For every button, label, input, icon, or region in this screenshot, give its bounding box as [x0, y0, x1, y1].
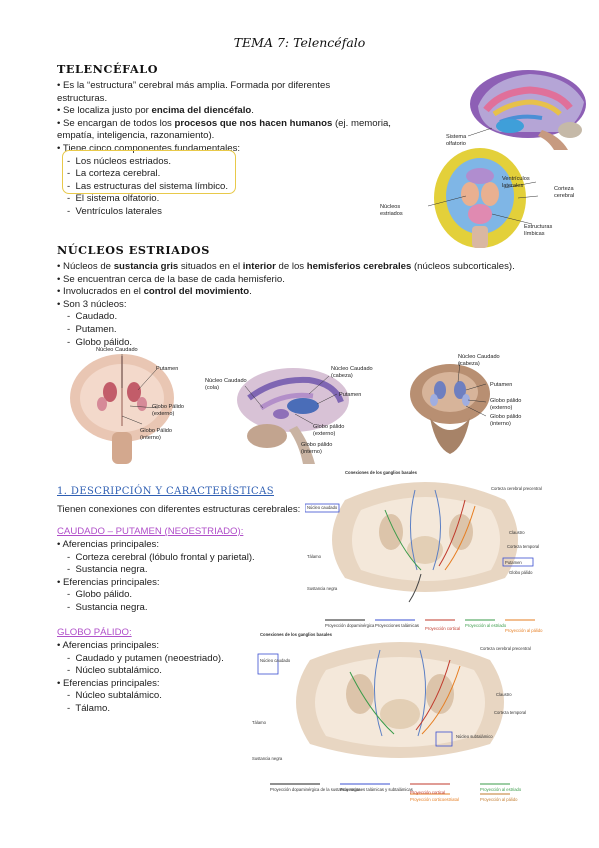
diag-label-caudado: Núcleo caudado [260, 658, 291, 663]
telencefalo-text: • Es la “estructura” cerebral más amplia… [57, 80, 391, 219]
figure-posterior-brain: Núcleo Caudado (cabeza) Putamen Globo pá… [400, 352, 540, 464]
legend-item: Proyección dopaminérgica [325, 623, 375, 628]
text-line: Tienen conexiones con diferentes estruct… [57, 504, 301, 515]
diag-label-sustancia-negra: Sustancia negra [307, 586, 338, 591]
diag-label-talamo: Tálamo [252, 720, 266, 725]
label-ventriculos: Ventrículos laterales [502, 176, 530, 189]
diag-label-caudado: Núcleo caudado [307, 505, 338, 510]
diag-label-talamo: Tálamo [307, 554, 321, 559]
estriados-text: • Núcleos de sustancia gris situados en … [57, 261, 515, 349]
legend-item: Proyección dopaminérgica de la sustancia… [270, 787, 361, 792]
subheading-caudado-putamen: CAUDADO – PUTAMEN (NEOESTRIADO): [57, 526, 244, 537]
label-caudado-cabeza: Núcleo Caudado (cabeza) [331, 366, 373, 379]
list-item: - Globo pálido. [67, 336, 133, 348]
list-item: - Ventrículos laterales [67, 205, 162, 217]
text-line: • Tiene cinco componentes fundamentales: [57, 142, 241, 154]
list-item: - Putamen. [67, 323, 117, 335]
legend-item: Proyecciones talámicas y subtalámicas [340, 787, 413, 792]
legend-item: Proyección cortical [425, 626, 461, 631]
text-line: • Se localiza justo por encima del dienc… [57, 105, 254, 117]
label-globo-palido-interno-3: Globo pálido (interno) [490, 414, 522, 427]
label-globo-palido-interno: Globo Pálido (interno) [140, 428, 173, 441]
brain-illustration-svg [427, 70, 586, 248]
diagram-title: Conexiones de los ganglios basales [345, 470, 417, 475]
list-item: - La corteza cerebral. [67, 168, 161, 180]
label-putamen: Putamen [156, 366, 179, 372]
list-item: - Núcleo subtalámico. [67, 690, 162, 702]
label-corteza: Corteza cerebral [554, 186, 575, 199]
list-item: - Las estructuras del sistema límbico. [67, 180, 229, 192]
section-heading-descripcion: 1. DESCRIPCIÓN Y CARACTERÍSTICAS [57, 486, 274, 497]
text-line: empatía, inteligencia, razonamiento). [57, 130, 215, 142]
section-heading-telencefalo: TELENCÉFALO [57, 62, 159, 76]
text-line: • Aferencias principales: [57, 539, 160, 550]
text-line: • Involucrados en el control del movimie… [57, 286, 252, 298]
list-item: - Corteza cerebral (lóbulo frontal y par… [67, 551, 255, 563]
label-putamen-2: Putamen [339, 392, 362, 398]
diag-label-globo: Globo pálido [509, 570, 533, 575]
diag-label-putamen: Putamen [505, 560, 522, 565]
diagram-title: Conexiones de los ganglios basales [260, 632, 332, 637]
figure-sagittal-brain: Núcleo Caudado (cola) Núcleo Caudado (ca… [205, 358, 373, 470]
diag-label-corteza: Corteza cerebral precentral [480, 646, 531, 651]
label-globo-palido-externo-2: Globo pálido (externo) [313, 424, 345, 437]
legend-item: Proyección cortical [410, 790, 446, 795]
list-item: - Caudado. [67, 311, 118, 323]
diag-label-temporal: Corteza temporal [507, 544, 540, 549]
list-item: - Núcleo subtalámico. [67, 665, 162, 677]
text-line: • Es la “estructura” cerebral más amplia… [57, 80, 331, 91]
caudado-text: • Aferencias principales: - Corteza cere… [57, 539, 255, 615]
diag-label-sustancia-negra: Sustancia negra [252, 756, 283, 761]
brain-components-illustration: Sistema olfatorio Ventrículos laterales … [380, 66, 590, 256]
label-globo-palido-interno-2: Globo pálido (interno) [301, 442, 333, 455]
subheading-globo-palido: GLOBO PÁLIDO: [57, 627, 132, 638]
text-line: • Se encuentran cerca de la base de cada… [57, 273, 285, 285]
label-limbicas: Estructuras límbicas [524, 224, 553, 237]
section-heading-estriados: NÚCLEOS ESTRIADOS [57, 243, 210, 257]
legend-item: Proyección al estriado [480, 787, 522, 792]
highlight-box [62, 150, 236, 194]
diag-label-subtalamico: Núcleo subtalámico [456, 734, 493, 739]
text-line: • Eferencias principales: [57, 677, 160, 689]
legend-item: Proyección corticoestriatal [410, 797, 459, 802]
label-globo-palido-externo: Globo Pálido (externo) [152, 404, 185, 417]
diag-label-temporal: Corteza temporal [494, 710, 527, 715]
label-globo-palido-externo-3: Globo pálido (externo) [490, 398, 522, 411]
globo-text: • Aferencias principales: - Caudado y pu… [57, 640, 224, 716]
text-line: • Se encargan de todos los procesos que … [57, 117, 391, 129]
list-item: - Globo pálido. [67, 589, 133, 601]
list-item: - Sustancia negra. [67, 564, 148, 576]
legend-item: Proyecciones talámicas [375, 623, 419, 628]
list-item: - Los núcleos estriados. [67, 155, 171, 167]
label-caudado-cabeza-3: Núcleo Caudado (cabeza) [458, 354, 500, 367]
diagram-conexiones-2: Conexiones de los ganglios basales Núcle… [250, 632, 550, 802]
text-line: • Son 3 núcleos: [57, 298, 127, 310]
text-line: • Eferencias principales: [57, 576, 160, 588]
text-line: estructuras. [57, 92, 108, 104]
list-item: - Sustancia negra. [67, 601, 148, 613]
legend-item: Proyección al estriado [465, 623, 507, 628]
label-nucleo-caudado: Núcleo Caudado [96, 347, 138, 353]
label-olfatorio: Sistema olfatorio [446, 134, 467, 147]
list-item: - Caudado y putamen (neoestriado). [67, 652, 224, 664]
text-line: • Núcleos de sustancia gris situados en … [57, 261, 515, 272]
diag-label-corteza: Corteza cerebral precentral [491, 486, 542, 491]
descripcion-intro: Tienen conexiones con diferentes estruct… [57, 504, 300, 517]
diag-label-claustro: Claustro [509, 530, 525, 535]
diag-label-claustro: Claustro [496, 692, 512, 697]
page-title: TEMA 7: Telencéfalo [233, 35, 366, 50]
label-caudado-cola: Núcleo Caudado (cola) [205, 378, 247, 391]
legend-item: Proyección al pálido [480, 797, 518, 802]
diagram-conexiones-1: Conexiones de los ganglios basales Núcle… [305, 470, 550, 634]
list-item: - Tálamo. [67, 702, 111, 714]
figure-coronal-brain: Núcleo Caudado Putamen Globo Pálido (ext… [60, 346, 200, 471]
label-nucleos-estriados: Núcleos estriados [380, 204, 403, 217]
label-putamen-3: Putamen [490, 382, 513, 388]
list-item: - El sistema olfatorio. [67, 193, 160, 205]
legend-item: Proyección al pálido [505, 628, 543, 633]
text-line: • Aferencias principales: [57, 640, 160, 651]
